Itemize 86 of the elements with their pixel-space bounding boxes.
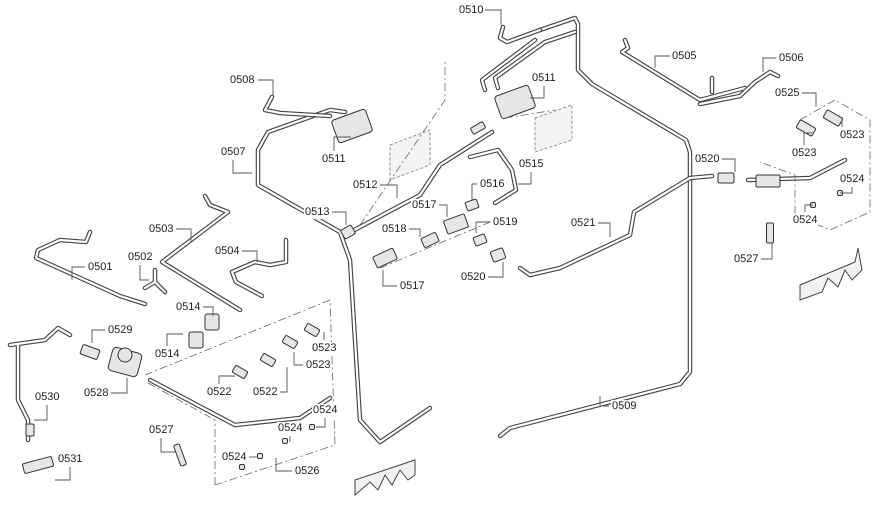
callout-number: 0522 — [206, 386, 232, 398]
leader-line — [408, 228, 420, 238]
callout-number: 0523 — [791, 146, 818, 160]
leader-line — [722, 158, 736, 172]
callout-number: 0504 — [214, 244, 240, 258]
leader-line — [518, 172, 532, 184]
callout-number: 0523 — [839, 128, 866, 142]
callout-number: 0531 — [57, 452, 84, 466]
leader-line — [218, 376, 236, 384]
leader-line — [472, 184, 478, 200]
callout-number: 0522 — [252, 386, 278, 398]
leader-line — [802, 92, 816, 108]
leader-line — [598, 222, 610, 238]
callout-number: 0524 — [221, 450, 248, 464]
leader-line — [438, 204, 448, 218]
callout-number: 0521 — [570, 216, 596, 230]
callout-number: 0514 — [154, 348, 180, 360]
leader-line — [92, 330, 106, 344]
callout-number: 0512 — [352, 178, 378, 192]
leader-line — [530, 86, 544, 98]
callout-number: 0523 — [311, 342, 338, 354]
leader-line — [166, 334, 184, 346]
callout-number: 0505 — [671, 50, 698, 62]
leader-line — [288, 436, 290, 442]
leader-line — [654, 56, 670, 68]
callout-number: 0524 — [277, 422, 304, 434]
callout-number: 0502 — [127, 250, 154, 264]
leader-line — [140, 264, 150, 280]
callout-number: 0515 — [518, 158, 544, 170]
leader-line — [248, 456, 258, 458]
callout-number: 0511 — [531, 72, 557, 84]
callout-number: 0514 — [175, 300, 202, 314]
callout-number: 0508 — [229, 74, 256, 86]
leader-line — [804, 204, 814, 212]
callout-number: 0519 — [492, 216, 518, 228]
leader-line — [476, 222, 490, 234]
callout-number: 0524 — [792, 214, 818, 226]
leader-line — [202, 306, 214, 316]
leader-line — [54, 466, 70, 480]
callout-number: 0511 — [321, 152, 347, 166]
leader-line — [294, 352, 304, 366]
callout-number: 0520 — [694, 152, 720, 166]
leader-line — [804, 132, 812, 146]
leader-line — [484, 10, 502, 26]
callout-number: 0517 — [411, 198, 438, 212]
callout-number: 0518 — [381, 222, 408, 236]
leader-line — [332, 212, 346, 226]
leader-line — [232, 160, 252, 174]
callout-number: 0527 — [733, 252, 760, 266]
callout-number: 0520 — [460, 270, 486, 284]
callout-number: 0527 — [148, 424, 174, 436]
callout-number: 0506 — [778, 52, 804, 64]
leader-line — [34, 404, 48, 420]
callout-number: 0507 — [220, 146, 246, 158]
callout-number: 0525 — [774, 86, 800, 100]
leader-line — [488, 262, 504, 278]
callout-number: 0501 — [87, 260, 114, 274]
callout-number: 0530 — [34, 390, 60, 404]
leader-line — [160, 438, 176, 452]
leader-line — [110, 378, 128, 394]
callout-number: 0523 — [305, 358, 332, 372]
leader-line — [276, 458, 292, 472]
leader-line — [176, 228, 192, 242]
callout-number: 0529 — [107, 324, 134, 336]
callout-number: 0513 — [304, 206, 330, 218]
leader-line — [382, 270, 398, 286]
leader-line — [600, 396, 610, 406]
leader-line — [840, 186, 852, 194]
callout-number: 0509 — [611, 400, 638, 412]
leader-line — [258, 80, 274, 96]
leader-line — [760, 242, 772, 260]
leader-line — [72, 266, 86, 280]
leader-line — [316, 418, 326, 428]
callout-number: 0526 — [294, 464, 320, 478]
callout-number: 0524 — [839, 172, 866, 186]
leader-line — [242, 250, 258, 262]
callout-number: 0528 — [83, 386, 110, 400]
leader-line — [762, 58, 776, 72]
leader-line — [280, 366, 288, 392]
callout-number: 0503 — [148, 222, 174, 236]
callout-number: 0516 — [479, 178, 506, 190]
callout-number: 0517 — [399, 280, 426, 292]
leader-line — [380, 184, 398, 198]
callout-number: 0510 — [458, 4, 484, 16]
leader-line — [334, 136, 352, 152]
callout-number: 0524 — [312, 404, 338, 416]
